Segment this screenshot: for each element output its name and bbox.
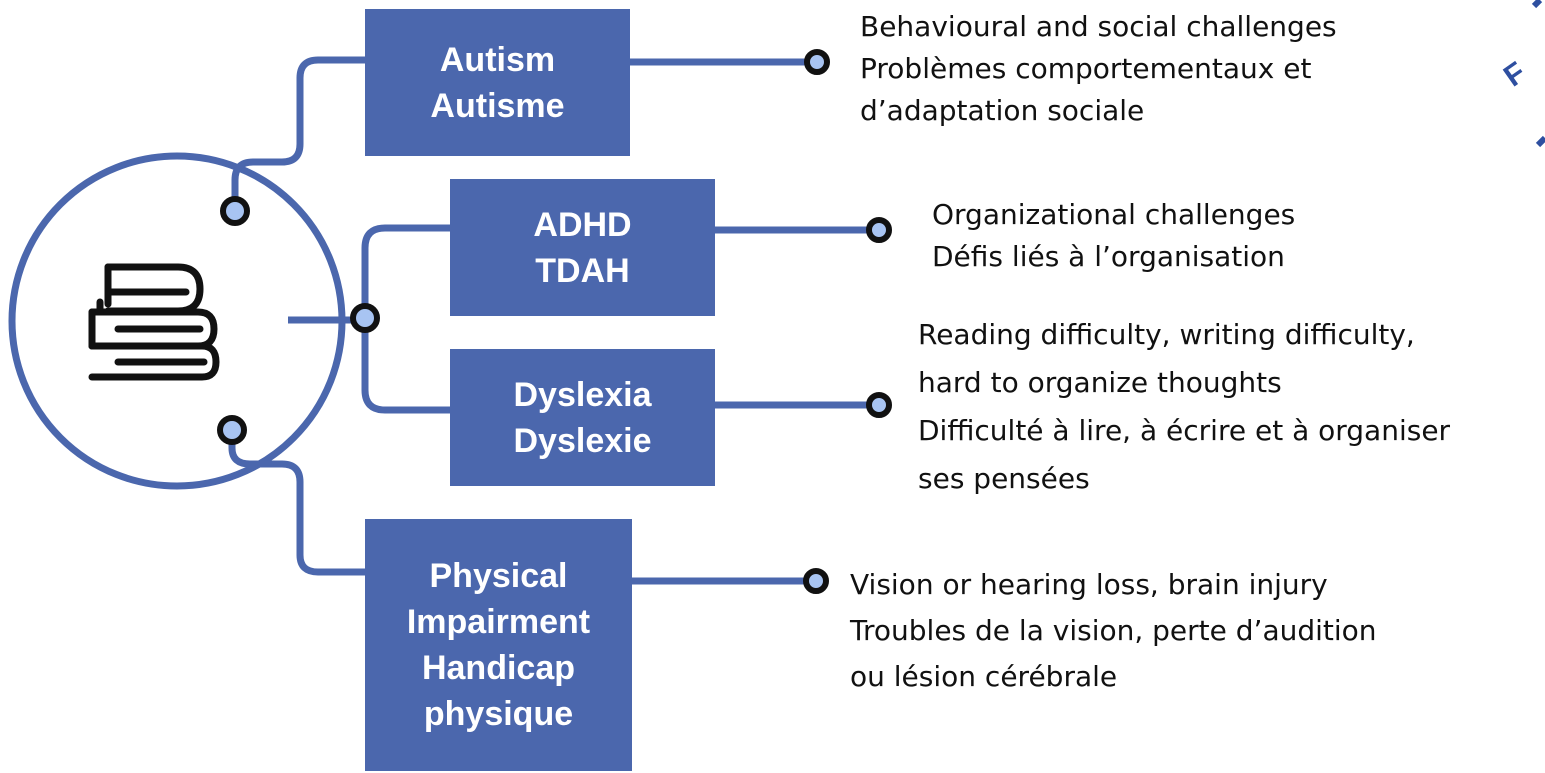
autism-description: Behavioural and social challenges Problè… (860, 6, 1337, 132)
node-autism-end (804, 49, 830, 75)
adhd-description: Organizational challenges Défis liés à l… (932, 194, 1295, 278)
node-adhd-end (866, 217, 892, 243)
node-physical-end (803, 568, 829, 594)
autism-title-fr: Autisme (430, 86, 565, 125)
adhd-desc-line: Défis liés à l’organisation (932, 240, 1285, 273)
physical-desc-line: Troubles de la vision, perte d’audition (850, 614, 1377, 647)
connector-physical (228, 430, 365, 576)
node-hub-top (220, 196, 250, 226)
autism-desc-line: d’adaptation sociale (860, 94, 1145, 127)
physical-box: Physical Impairment Handicap physique (365, 519, 632, 771)
dyslexia-desc-line: Difficulté à lire, à écrire et à organis… (918, 414, 1451, 447)
connector-autism (231, 56, 365, 211)
corner-mark (1535, 135, 1545, 148)
dyslexia-desc-line: Reading difficulty, writing difficulty, (918, 318, 1415, 351)
adhd-box: ADHD TDAH (450, 179, 715, 316)
dyslexia-title-fr: Dyslexie (513, 421, 652, 460)
connector-adhd (361, 224, 450, 320)
corner-arc-mark (1531, 0, 1543, 9)
physical-title-line-3: Handicap (421, 649, 576, 687)
dyslexia-box: Dyslexia Dyslexie (450, 349, 715, 486)
node-hub-right (350, 303, 380, 333)
adhd-desc-line: Organizational challenges (932, 198, 1296, 231)
connector-dyslexia (361, 320, 450, 414)
adhd-title-fr: TDAH (535, 251, 630, 290)
adhd-title-en: ADHD (533, 205, 632, 244)
dyslexia-description: Reading difficulty, writing difficulty, … (918, 311, 1450, 503)
autism-desc-line: Behavioural and social challenges (860, 10, 1337, 43)
physical-description: Vision or hearing loss, brain injury Tro… (850, 562, 1377, 700)
dyslexia-desc-line: hard to organize thoughts (918, 366, 1282, 399)
dyslexia-title-en: Dyslexia (513, 375, 652, 414)
autism-title-en: Autism (439, 40, 556, 79)
node-hub-bottom (217, 415, 247, 445)
autism-box: Autism Autisme (365, 9, 630, 156)
books-stack-icon (88, 263, 220, 381)
physical-desc-line: ou lésion cérébrale (850, 660, 1118, 693)
physical-title-line-2: Impairment (406, 603, 591, 641)
node-dyslexia-end (866, 392, 892, 418)
autism-desc-line: Problèmes comportementaux et (860, 52, 1312, 85)
physical-title-line-1: Physical (429, 557, 568, 595)
dyslexia-desc-line: ses pensées (918, 462, 1090, 495)
physical-title-line-4: physique (423, 695, 574, 733)
physical-desc-line: Vision or hearing loss, brain injury (850, 568, 1328, 601)
